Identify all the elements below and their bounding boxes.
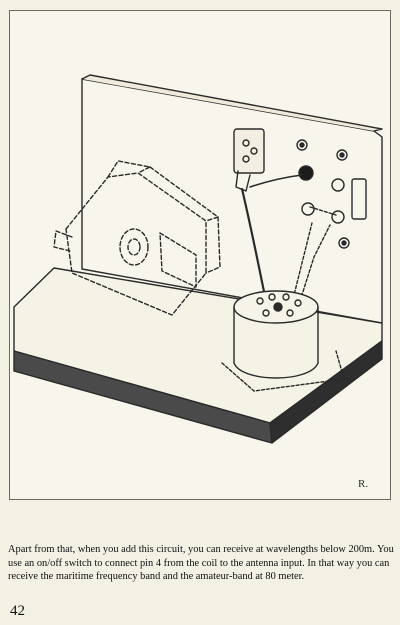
page-number: 42	[10, 603, 25, 619]
wire-panel-link	[309, 206, 337, 216]
wire-coil-to-panel	[291, 222, 313, 304]
front-panel-edge	[81, 74, 383, 132]
caption-text: Apart from that, when you add this circu…	[8, 544, 394, 583]
panel-sockets	[296, 139, 367, 249]
artist-signature: R.	[358, 478, 368, 490]
illustration-frame: R.	[9, 10, 391, 500]
wire-switch-to-antenna	[249, 174, 303, 188]
switch	[233, 128, 265, 192]
wire-coil-to-panel-2	[299, 224, 331, 302]
base-board-side-edge	[269, 340, 383, 444]
radio-circuit-illustration: R.	[13, 74, 383, 490]
coil	[221, 290, 345, 392]
tuning-capacitor	[53, 160, 221, 316]
